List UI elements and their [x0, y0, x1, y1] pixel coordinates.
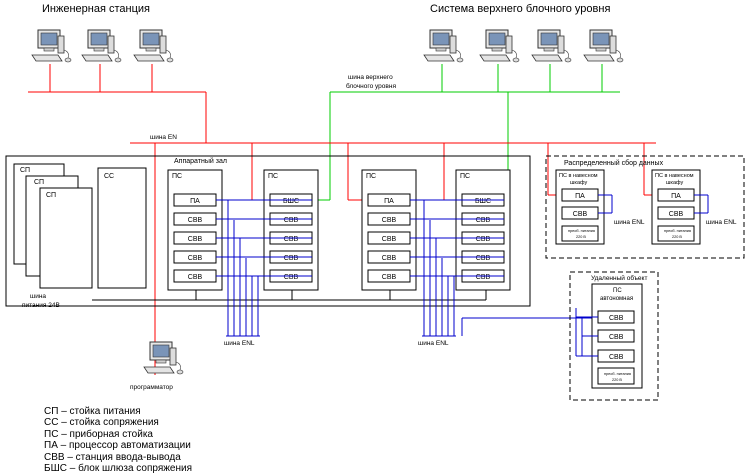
- remote-frame: [569, 271, 659, 401]
- legend-item: ПС – приборная стойка: [44, 428, 153, 440]
- hanging-cabinet-title-2: шкафу: [666, 180, 683, 186]
- power-bus-label-2: питания 24В: [22, 302, 60, 309]
- programmer-computer-icon: [143, 341, 184, 375]
- power-converter-label-2: 220 В: [672, 235, 682, 239]
- power-converter-label-1: преоб. питания: [568, 229, 595, 233]
- remote-enl-bus: [575, 308, 598, 357]
- enl-bus-label-distributed: шина ENL: [706, 219, 737, 226]
- programmer-label: программатор: [130, 384, 173, 391]
- io-module-label: СВВ: [188, 236, 203, 243]
- cabinet-head-label: ПА: [575, 193, 585, 200]
- distributed-enl-link: [598, 194, 613, 214]
- enl-bus-label-distributed: шина ENL: [614, 219, 645, 226]
- io-module-label: СВВ: [382, 236, 397, 243]
- engineering-station-title: Инженерная станция: [42, 3, 150, 15]
- remote-unit-title-2: автономная: [600, 296, 633, 302]
- equipment-room-frame: [5, 155, 531, 307]
- enl-bus-middle: [422, 200, 592, 337]
- cabinet-title: ПС: [172, 173, 182, 180]
- equipment-room-title: Аппаратный зал: [174, 157, 227, 165]
- remote-module-label: СВВ: [609, 334, 624, 341]
- power-stand-label: СП: [46, 192, 56, 199]
- computer-icon: [133, 29, 174, 63]
- distributed-frame: [545, 155, 745, 259]
- power-converter-box: [561, 225, 599, 242]
- io-module-label: СВВ: [382, 274, 397, 281]
- legend-item: СВВ – станция ввода-вывода: [44, 451, 181, 463]
- legend-item: БШС – блок шлюза сопряжения: [44, 463, 193, 474]
- power-stand: [39, 187, 93, 289]
- enl-bus-label-middle: шина ENL: [418, 340, 449, 347]
- upper-block-bus-label-1: шина верхнего: [348, 74, 393, 81]
- remote-title: Удаленный объект: [591, 274, 647, 282]
- cabinet-title: ПС: [366, 173, 376, 180]
- io-module-label: СВВ: [284, 255, 299, 262]
- remote-power-box: [597, 367, 635, 385]
- power-converter-label-2: 220 В: [576, 235, 586, 239]
- io-module-label: СВВ: [284, 274, 299, 281]
- power-converter-label-1: преоб. питания: [664, 229, 691, 233]
- legend-item: СС – стойка сопряжения: [44, 417, 159, 429]
- cabinet-title: ПС: [268, 173, 278, 180]
- computer-icon: [81, 29, 122, 63]
- hanging-cabinet-title-1: ПС в навесном: [655, 173, 694, 179]
- en-bus-label: шина EN: [150, 134, 177, 141]
- power-stand-label: СП: [20, 167, 30, 174]
- computer-icon: [479, 29, 520, 63]
- upper-block-system-title: Система верхнего блочного уровня: [430, 3, 610, 15]
- power-converter-box: [657, 225, 695, 242]
- remote-power-label-2: 220 В: [612, 378, 622, 382]
- remote-module-label: СВВ: [609, 315, 624, 322]
- distributed-title: Распределенный сбор данных: [564, 159, 664, 167]
- computer-icon: [423, 29, 464, 63]
- io-module-label: СВВ: [284, 236, 299, 243]
- hanging-cabinet-title-2: шкафу: [570, 180, 587, 186]
- power-bus-line: [92, 290, 487, 301]
- remote-unit-title-1: ПС: [613, 288, 622, 294]
- computer-icon: [31, 29, 72, 63]
- io-module-label: СВВ: [573, 211, 588, 218]
- enl-bus-label-left: шина ENL: [224, 340, 255, 347]
- io-module-label: СВВ: [476, 217, 491, 224]
- interface-stand: [97, 167, 147, 289]
- hanging-cabinet-title-1: ПС в навесном: [559, 173, 598, 179]
- cabinet-head-label: ПА: [671, 193, 681, 200]
- cabinet-head-label: БШС: [283, 198, 299, 205]
- io-module-label: СВВ: [188, 217, 203, 224]
- power-bus-label-1: шина: [30, 293, 46, 300]
- power-stand-label: СП: [34, 179, 44, 186]
- legend-item: СП – стойка питания: [44, 406, 141, 417]
- io-module-label: СВВ: [382, 217, 397, 224]
- io-module-label: СВВ: [476, 255, 491, 262]
- cabinet-head-label: ПА: [384, 198, 394, 205]
- enl-bus-left: [226, 200, 260, 337]
- cabinet-head-label: БШС: [475, 198, 491, 205]
- distributed-enl-link: [694, 194, 709, 214]
- cabinet-head-label: ПА: [190, 198, 200, 205]
- io-module-label: СВВ: [476, 236, 491, 243]
- io-module-label: СВВ: [188, 255, 203, 262]
- io-module-label: СВВ: [284, 217, 299, 224]
- en-bus-upper-line: [28, 64, 207, 143]
- legend-item: ПА – процессор автоматизации: [44, 440, 191, 452]
- io-module-label: СВВ: [188, 274, 203, 281]
- computer-icon: [583, 29, 624, 63]
- io-module-label: СВВ: [669, 211, 684, 218]
- cabinet-enl-links: [216, 199, 504, 277]
- cabinets-group: ПС ПА СВВ СВВ СВВ СВВ ПС БШС СВВ СВВ СВВ СВВ ПС ПА СВВ…: [167, 169, 511, 291]
- computer-icon: [531, 29, 572, 63]
- legend: СП – стойка питания СС – стойка сопряжен…: [44, 406, 192, 474]
- upper-block-bus-label-2: блочного уровня: [346, 82, 396, 90]
- io-module-label: СВВ: [476, 274, 491, 281]
- remote-module-label: СВВ: [609, 354, 624, 361]
- remote-power-label-1: преоб. питания: [604, 372, 631, 376]
- interface-stand-label: СС: [104, 173, 114, 180]
- cabinet-title: ПС: [460, 173, 470, 180]
- io-module-label: СВВ: [382, 255, 397, 262]
